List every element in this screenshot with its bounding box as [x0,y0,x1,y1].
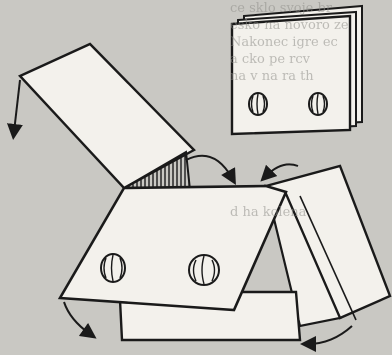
front-fold-arrow [64,302,90,334]
front-window-right [189,255,219,285]
panel-window-left [249,93,267,115]
top-insert-arrow [266,164,298,176]
panel-stack-front [232,16,350,134]
front-window-left [101,254,125,282]
lid-fold-arrow [14,80,20,132]
panel-window-right [309,93,327,115]
flap-fold-arrow [186,156,232,178]
side-fold-arrow [308,326,352,344]
panel-stack [232,6,362,134]
